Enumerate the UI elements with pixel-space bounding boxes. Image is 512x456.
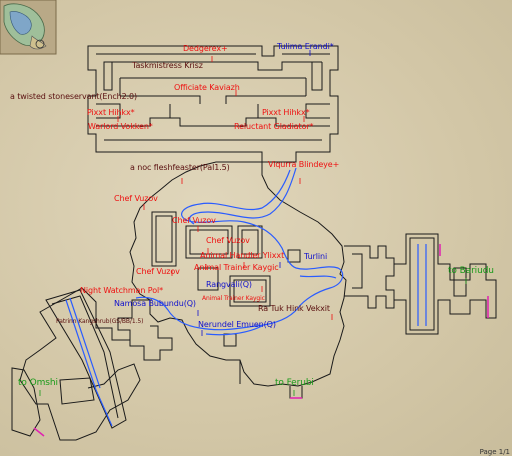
building-east: [237, 225, 263, 259]
npc-label-gladiator[interactable]: Reluctant Gladiator*: [234, 122, 314, 131]
npc-label-trainer-small[interactable]: Animal Trainer Kaygic: [202, 295, 265, 302]
npc-label-nerundel[interactable]: Nerundel Emuen(Q): [198, 320, 276, 329]
npc-label-raituk[interactable]: Ra Tuk Hink Vekxit: [258, 304, 330, 313]
npc-label-warlord[interactable]: Warlord Vokken*: [88, 122, 153, 131]
npc-label-chef-1[interactable]: Chef Vuzov: [114, 194, 158, 203]
npc-label-pixxt-left[interactable]: Pixxt Hihkx*: [87, 108, 135, 117]
npc-label-turlini[interactable]: Turlini: [304, 252, 328, 261]
npc-label-fleshfeaster[interactable]: a noc fleshfeaster(Pal1.5): [130, 163, 230, 172]
npc-label-hatrinn[interactable]: Patrinn Kangshrub(GS/BB/1.5): [56, 318, 144, 325]
fortress-outer-wall: [87, 45, 339, 163]
river: [65, 167, 427, 427]
npc-label-handler[interactable]: Animal Handler Ylixxt: [200, 251, 285, 260]
zone-link-bariudu[interactable]: to Bariudu: [448, 266, 494, 276]
npc-label-watchman[interactable]: Night Watchman Pol*: [80, 286, 164, 295]
npc-label-stoneservant[interactable]: a twisted stoneservant(Ench2.0): [10, 92, 138, 101]
npc-label-tulima[interactable]: Tulima Erandi*: [277, 42, 334, 51]
page-indicator: Page 1/1: [479, 448, 510, 456]
npc-label-chef-4[interactable]: Chef Vuzov: [136, 267, 180, 276]
npc-label-rangvali[interactable]: Rangvali(Q): [206, 280, 252, 289]
npc-label-officiate[interactable]: Officiate Kaviazh: [174, 83, 240, 92]
southwest-passages: [117, 299, 173, 361]
zone-link-omshi[interactable]: to Omshi: [18, 378, 58, 388]
minimap-inset: [0, 0, 57, 55]
zone-borders: [33, 244, 489, 437]
npc-label-pixxt-right[interactable]: Pixxt Hihkx*: [262, 108, 310, 117]
npc-markers: [117, 56, 333, 320]
building-pen: [229, 275, 271, 307]
npc-label-viqurra[interactable]: Viqurra Blindeye+: [268, 160, 340, 169]
npc-label-namosa[interactable]: Namosa Bubundu(Q): [114, 299, 196, 308]
npc-label-dedgerex[interactable]: Dedgerex+: [183, 44, 228, 53]
npc-label-taskmistress[interactable]: Taskmistress Krisz: [132, 61, 203, 70]
building-west: [151, 211, 177, 267]
zone-link-ferubi[interactable]: to Ferubi: [275, 378, 314, 388]
npc-label-trainer[interactable]: Animal Trainer Kaygic: [194, 263, 279, 272]
npc-label-chef-2[interactable]: Chef Vuzov: [172, 216, 216, 225]
building-central: [185, 225, 233, 259]
npc-label-chef-3[interactable]: Chef Vuzov: [206, 236, 250, 245]
